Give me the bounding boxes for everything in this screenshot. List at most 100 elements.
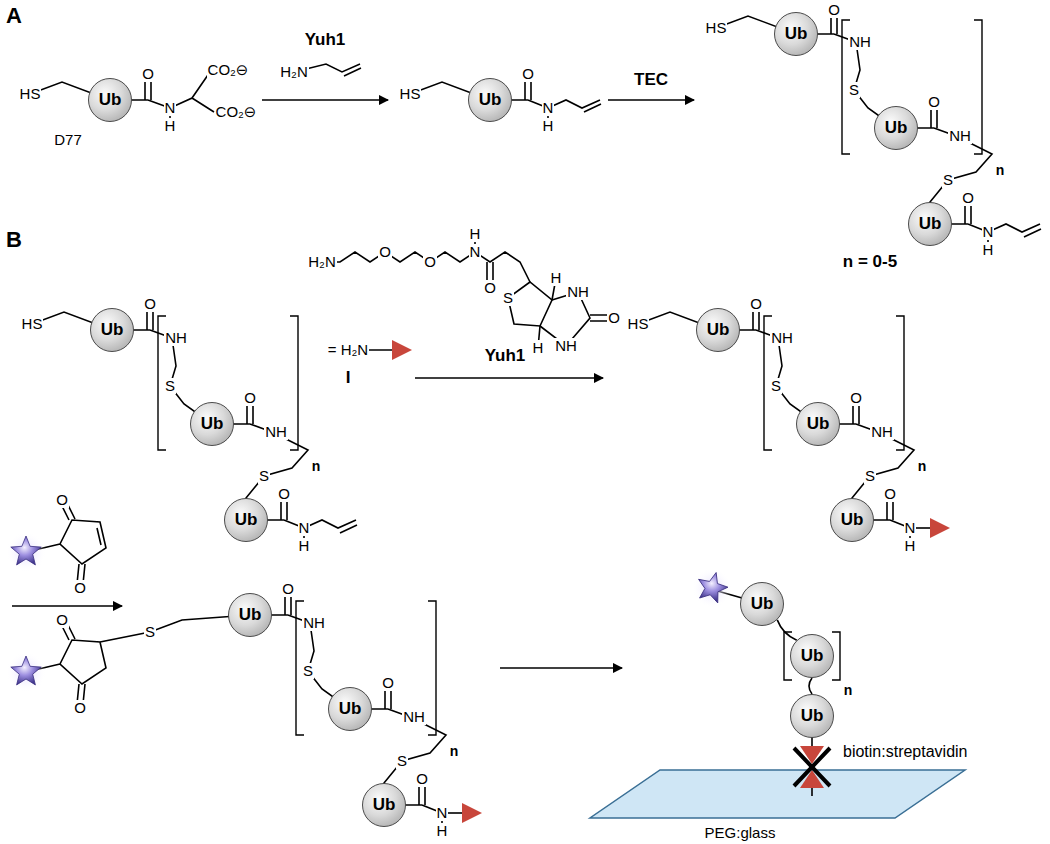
atom-label: NH bbox=[566, 284, 590, 300]
reagent-name: n = 0-5 bbox=[842, 253, 898, 271]
atom-label: O bbox=[73, 580, 87, 596]
atom-label: H bbox=[469, 226, 482, 242]
ubiquitin-circle: Ub bbox=[774, 12, 818, 56]
ub-linkage bbox=[777, 620, 797, 640]
fluor-star bbox=[6, 652, 46, 692]
atom-label: H bbox=[164, 118, 177, 134]
reagent-name: Yuh1 bbox=[484, 347, 527, 365]
atom-label: NH bbox=[770, 330, 794, 346]
atom-label: O bbox=[281, 581, 295, 597]
ubiquitin-circle: Ub bbox=[740, 582, 784, 626]
atom-label: O bbox=[483, 280, 497, 296]
atom-label: H₂N bbox=[307, 254, 337, 270]
atom-label: HS bbox=[19, 86, 42, 102]
struct-oligomer bbox=[716, 10, 1041, 250]
atom-label: O bbox=[55, 492, 69, 508]
atom-label: N bbox=[436, 805, 449, 821]
node-text: Ub bbox=[707, 320, 730, 340]
struct-aspartate bbox=[30, 72, 214, 126]
reaction-arrow bbox=[262, 64, 388, 100]
struct-allyl bbox=[410, 76, 601, 126]
repeat-index: n bbox=[311, 459, 322, 474]
atom-label: O bbox=[381, 675, 395, 691]
ubiquitin-circle: Ub bbox=[88, 78, 132, 122]
atom-label: N bbox=[982, 224, 995, 240]
atom-label: S bbox=[144, 624, 156, 640]
atom-label: H bbox=[982, 242, 995, 258]
atom-label: N bbox=[542, 100, 555, 116]
ubiquitin-circle: Ub bbox=[90, 308, 134, 352]
ubiquitin-circle: Ub bbox=[908, 202, 952, 246]
atom-label: S bbox=[302, 663, 314, 679]
atom-label: O bbox=[55, 612, 69, 628]
annotation: biotin:streptavidin bbox=[842, 744, 969, 761]
atom-label: HS bbox=[21, 316, 44, 332]
succinimide-link bbox=[26, 615, 250, 704]
node-text: Ub bbox=[751, 594, 774, 614]
ubiquitin-circle: Ub bbox=[790, 634, 834, 678]
atom-label: O bbox=[243, 390, 257, 406]
atom-label: NH bbox=[554, 338, 578, 354]
ubiquitin-circle: Ub bbox=[874, 106, 918, 150]
atom-label: NH bbox=[848, 34, 872, 50]
atom-label: HS bbox=[705, 20, 728, 36]
atom-label: O bbox=[927, 94, 941, 110]
ubiquitin-circle: Ub bbox=[696, 308, 740, 352]
atom-label: O bbox=[277, 486, 291, 502]
atom-label: S bbox=[502, 290, 514, 306]
biotin-symbol bbox=[392, 340, 412, 360]
node-text: Ub bbox=[339, 699, 362, 719]
atom-label: HS bbox=[399, 86, 422, 102]
struct-oligomer bbox=[32, 306, 357, 546]
repeat-index: n bbox=[995, 163, 1006, 178]
node-text: Ub bbox=[235, 510, 258, 530]
atom-label: NH bbox=[164, 330, 188, 346]
atom-label: = H₂N bbox=[327, 342, 369, 358]
atom-label: O bbox=[141, 66, 155, 82]
fluor-star bbox=[6, 532, 46, 572]
atom-label: H bbox=[436, 823, 449, 839]
atom-label: O bbox=[521, 66, 535, 82]
reagent-name: I bbox=[345, 369, 352, 387]
atom-label: NH bbox=[302, 615, 326, 631]
atom-label: NH bbox=[870, 424, 894, 440]
biotin-reagent bbox=[322, 234, 612, 350]
panel-letter: A bbox=[5, 4, 23, 27]
panel-letter: B bbox=[5, 228, 23, 251]
atom-label: O bbox=[849, 390, 863, 406]
node-text: Ub bbox=[919, 214, 942, 234]
node-text: Ub bbox=[239, 605, 262, 625]
atom-label: O bbox=[423, 254, 437, 270]
atom-label: O bbox=[827, 2, 841, 18]
ub-linkage bbox=[809, 678, 812, 694]
atom-label: O bbox=[961, 190, 975, 206]
atom-label: S bbox=[848, 82, 860, 98]
atom-label: O bbox=[749, 296, 763, 312]
atom-label: S bbox=[396, 753, 408, 769]
atom-label: O bbox=[607, 310, 621, 326]
reaction-arrow bbox=[500, 667, 622, 669]
reaction-arrow bbox=[12, 605, 122, 607]
node-text: Ub bbox=[801, 646, 824, 666]
atom-label: O bbox=[883, 486, 897, 502]
atom-label: N bbox=[904, 520, 917, 536]
fluor-star bbox=[688, 564, 737, 613]
atom-label: H bbox=[904, 538, 917, 554]
atom-label: S bbox=[864, 468, 876, 484]
node-text: Ub bbox=[801, 706, 824, 726]
atom-label: N bbox=[298, 520, 311, 536]
atom-label: S bbox=[770, 378, 782, 394]
ubiquitin-circle: Ub bbox=[830, 498, 874, 542]
reagent-name: TEC bbox=[633, 71, 669, 89]
atom-label: H₂N bbox=[279, 64, 309, 80]
atom-label: O bbox=[143, 296, 157, 312]
repeat-index: n bbox=[449, 744, 460, 759]
atom-label: O bbox=[378, 244, 392, 260]
node-text: Ub bbox=[807, 414, 830, 434]
atom-label: H bbox=[542, 118, 555, 134]
atom-label: CO₂⊖ bbox=[207, 62, 250, 78]
struct-oligomer bbox=[638, 306, 950, 546]
ubiquitin-circle: Ub bbox=[328, 687, 372, 731]
reaction-arrow bbox=[415, 377, 603, 379]
repeat-index: n bbox=[917, 459, 928, 474]
